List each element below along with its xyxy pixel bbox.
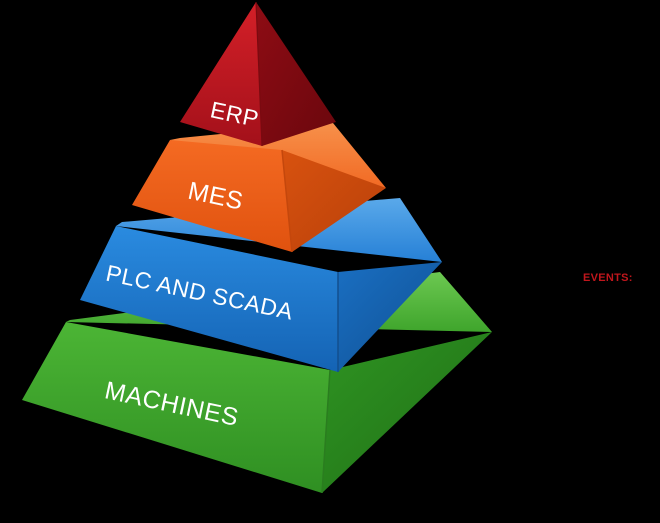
mes-front-face (132, 140, 292, 252)
erp-front-face (180, 2, 262, 146)
machines-right-face (322, 332, 492, 493)
plc-right-face (338, 262, 442, 372)
events-label: EVENTS: (583, 272, 633, 284)
tier-plc-scada: PLC AND SCADA (80, 198, 442, 372)
tier-erp: ERP (180, 1, 336, 147)
erp-right-face (256, 2, 336, 146)
mes-right-face (282, 150, 386, 252)
plc-front-face (80, 226, 338, 372)
machines-front-face (22, 322, 330, 493)
tier-mes: MES (132, 123, 386, 253)
